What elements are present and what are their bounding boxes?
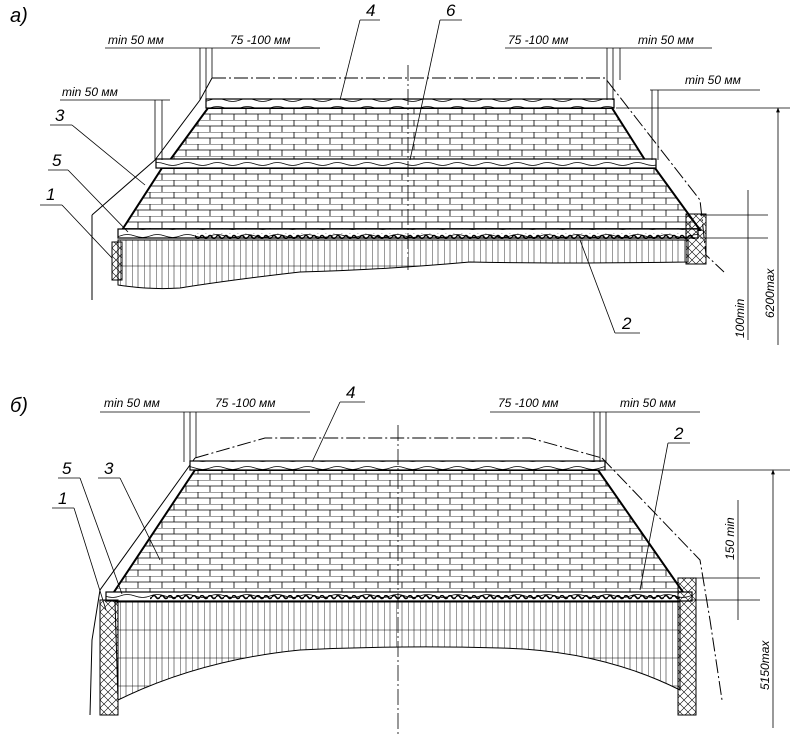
callout-a-4: 4 (366, 1, 375, 20)
diagram-b: б) min 50 мм 75 -100 мм (10, 383, 790, 735)
callout-a-1: 1 (46, 185, 55, 204)
dim-a-top-right-min: min 50 мм (638, 33, 694, 47)
wall-left-a (111, 241, 123, 281)
brick-stack-upper-a (168, 107, 647, 161)
callout-b-4: 4 (346, 383, 355, 402)
brick-stack-lower-a (120, 167, 702, 231)
dim-b-top-left-range: 75 -100 мм (215, 396, 276, 410)
diagram-a-label: а) (10, 5, 28, 27)
callouts-b: 4 2 3 5 1 (52, 383, 690, 611)
dim-b-top-right-range: 75 -100 мм (498, 396, 559, 410)
callout-b-2: 2 (673, 424, 684, 443)
callout-b-1: 1 (58, 489, 67, 508)
brick-stack-b (110, 469, 687, 596)
outer-contour-b-top (194, 437, 603, 459)
callout-b-5: 5 (62, 459, 72, 478)
wall-right-a (685, 213, 707, 265)
outer-contour-a (212, 77, 725, 273)
kiln-body-b (114, 601, 681, 701)
dim-a-top-right-range: 75 -100 мм (508, 33, 569, 47)
diagram-b-label: б) (10, 395, 28, 417)
board-top-b (189, 460, 606, 471)
dim-a-vertical-total: 6200max (763, 268, 777, 318)
wall-left-b (99, 599, 119, 716)
dim-b-vertical-small: 150 min (723, 517, 737, 560)
board-middle-a (155, 158, 657, 169)
callout-a-5: 5 (52, 151, 62, 170)
dimensions-top-b: min 50 мм 75 -100 мм 75 -100 мм min 50 м… (100, 396, 700, 462)
wall-right-b (677, 577, 697, 716)
outer-contour-b-left (89, 457, 196, 716)
outer-contour-b-right (601, 457, 723, 701)
wave-layer-a (195, 233, 695, 239)
dim-b-top-right-min: min 50 мм (620, 396, 676, 410)
wave-layer-b (150, 595, 680, 601)
dim-a-vertical-small: 100min (733, 298, 747, 338)
callouts-a: 4 6 3 5 1 2 (40, 1, 640, 334)
callout-b-3: 3 (104, 459, 114, 478)
callout-a-3: 3 (55, 106, 65, 125)
dim-b-top-left-min: min 50 мм (104, 396, 160, 410)
board-top-a (205, 98, 615, 109)
kiln-body-a (117, 239, 689, 290)
dimensions-vertical-a: 100min 6200max (616, 107, 790, 345)
dim-a-top-left-min: min 50 мм (108, 33, 164, 47)
dim-a-mid-left-min: min 50 мм (62, 85, 118, 99)
callout-a-6: 6 (446, 1, 456, 20)
dimensions-top-a: min 50 мм 75 -100 мм 75 -100 мм min 50 м… (60, 33, 760, 160)
diagram-a: а) min 50 мм 75 -100 мм (10, 1, 790, 345)
dim-b-vertical-total: 5150max (758, 640, 772, 690)
dimensions-vertical-b: 150 min 5150max (604, 469, 790, 728)
callout-a-2: 2 (621, 314, 632, 333)
dim-a-top-left-range: 75 -100 мм (230, 33, 291, 47)
dim-a-mid-right-min: min 50 мм (685, 73, 741, 87)
